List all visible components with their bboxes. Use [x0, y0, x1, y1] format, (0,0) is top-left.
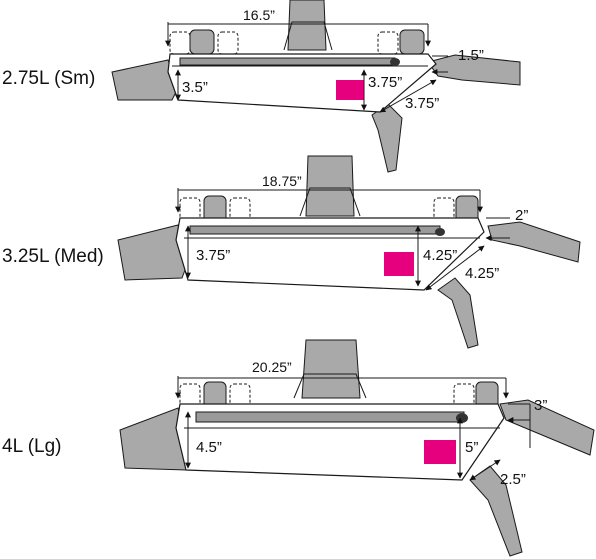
left-height-label: 3.5”	[182, 79, 208, 96]
end-depth-label: 4.25”	[465, 265, 499, 282]
end-depth-label: 3.75”	[405, 95, 439, 112]
right-height-label: 4.25”	[423, 247, 457, 264]
zipper	[195, 411, 465, 423]
top-tube-strap	[287, 0, 327, 51]
end-depth-label: 2.5”	[500, 471, 526, 488]
length-label: 18.75”	[262, 173, 302, 189]
top-tube-strap	[305, 155, 355, 217]
zipper	[179, 57, 396, 66]
zipper-pull	[435, 228, 445, 236]
strap-width-label: 2”	[515, 207, 528, 224]
velcro-loop	[189, 29, 215, 55]
strap-width-label: 1.5”	[458, 47, 484, 64]
zipper-pull	[390, 58, 400, 66]
bag-body	[175, 403, 505, 481]
down-tube-strap	[371, 103, 403, 173]
top-tube-strap	[301, 339, 361, 399]
length-label: 20.25”	[252, 359, 292, 375]
right-strap	[487, 221, 581, 263]
zipper-pull	[456, 413, 468, 423]
variant-large: 4L (Lg) 20.25” 3” 4.5” 5” 2.5”	[2, 339, 595, 557]
variant-medium: 3.25L (Med) 18.75” 2” 3.75” 4.25” 4.25”	[2, 155, 581, 349]
size-label: 4L (Lg)	[2, 436, 62, 457]
brand-logo	[424, 440, 456, 464]
size-label: 2.75L (Sm)	[2, 68, 95, 89]
brand-logo	[336, 80, 364, 100]
right-strap	[499, 399, 595, 456]
right-height-label: 5”	[465, 439, 478, 456]
left-height-label: 3.75”	[196, 247, 230, 264]
velcro-loop	[399, 29, 425, 55]
brand-logo	[384, 252, 414, 276]
left-height-label: 4.5”	[196, 439, 222, 456]
length-label: 16.5”	[243, 7, 275, 23]
variant-small: 2.75L (Sm) 16.5” 1.5” 3.5” 3.75” 3.75”	[2, 0, 521, 173]
size-label: 3.25L (Med)	[2, 246, 104, 267]
zipper	[189, 225, 441, 235]
right-height-label: 3.75”	[368, 74, 402, 91]
strap-width-label: 3”	[534, 397, 547, 414]
right-strap	[427, 54, 521, 86]
down-tube-strap	[437, 277, 479, 349]
